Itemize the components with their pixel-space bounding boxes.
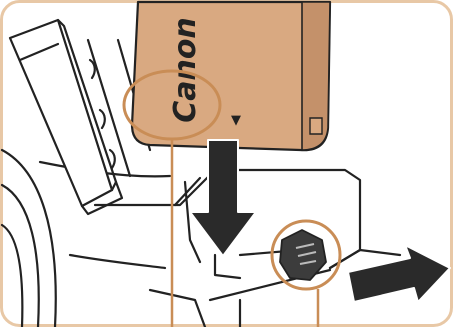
battery-pack: Canon ▼ <box>132 2 330 150</box>
battery-orientation-mark: ▼ <box>231 113 241 128</box>
